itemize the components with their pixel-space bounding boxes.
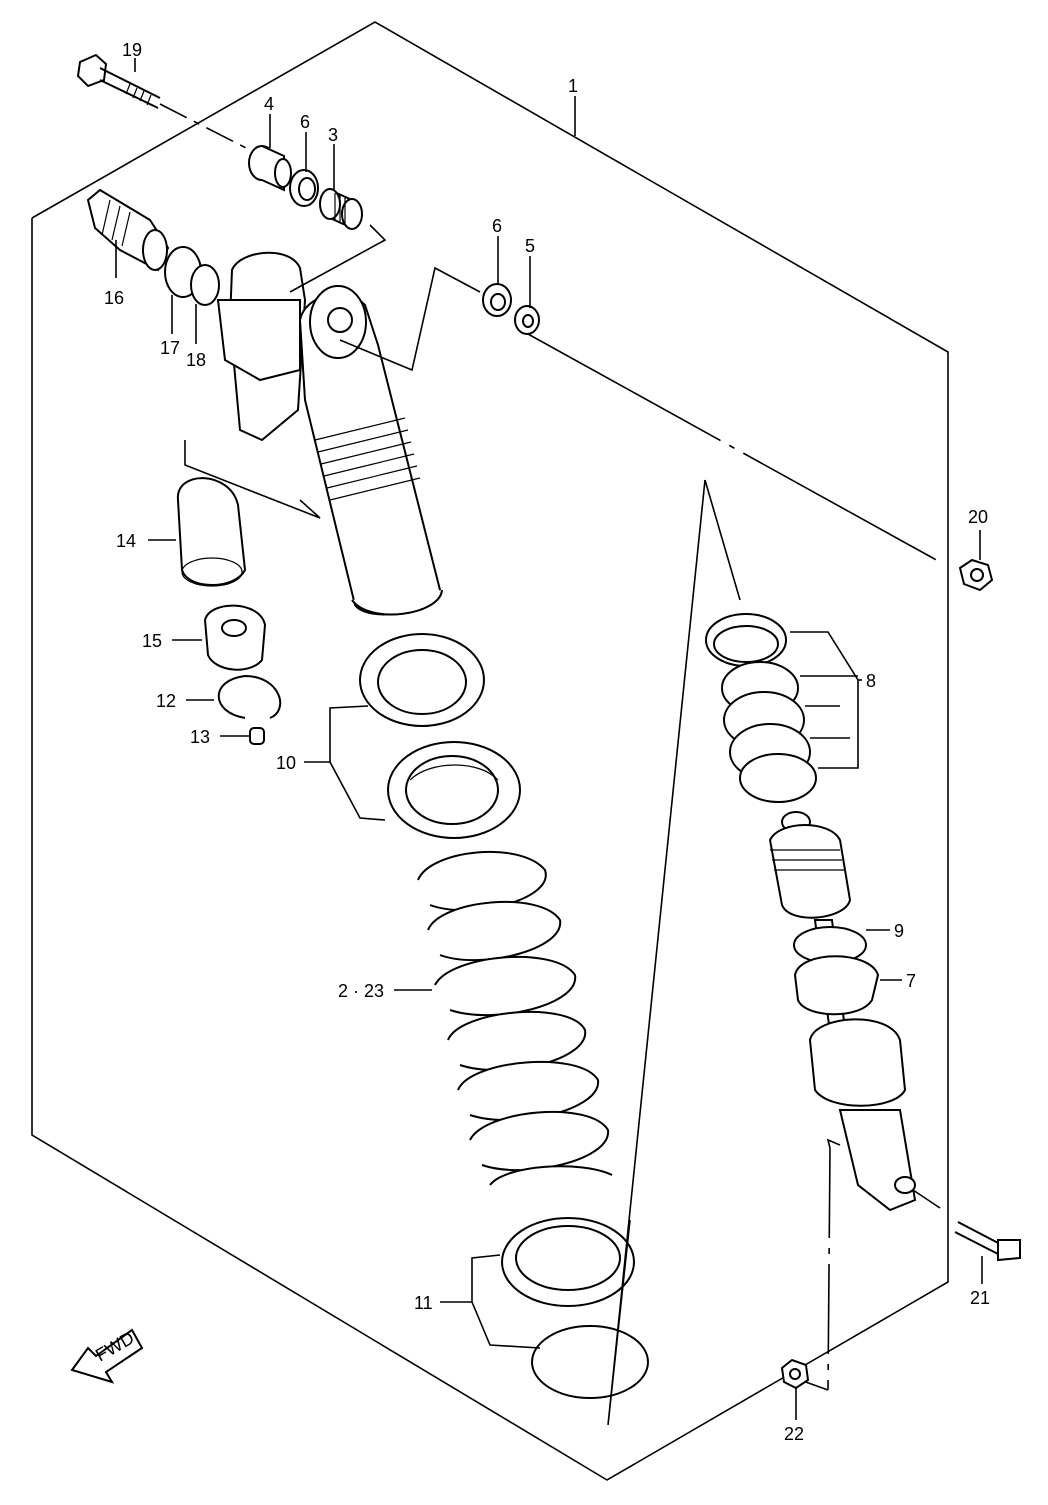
callout-6-right: 6 [492, 216, 502, 236]
circlip-12 [217, 674, 282, 719]
callout-7: 7 [906, 971, 916, 991]
leader-right-top [704, 479, 741, 601]
collar-4 [248, 145, 292, 192]
nut-22 [780, 1358, 810, 1390]
bracket-10 [329, 705, 386, 821]
callout-9: 9 [894, 921, 904, 941]
callout-3: 3 [328, 125, 338, 145]
callout-8: 8 [866, 671, 876, 691]
leader-bladder [184, 440, 321, 519]
fwd-arrow-icon: FWD [70, 1328, 144, 1384]
assembly-frame [31, 21, 949, 1481]
nut-20 [958, 558, 994, 592]
bladder-14 [176, 477, 247, 587]
shock-body [216, 251, 443, 616]
lock-nut-10a [359, 633, 485, 727]
callout-14: 14 [116, 531, 136, 551]
leader-21-axle [912, 1189, 941, 1209]
valve-13 [249, 727, 265, 745]
callout-5: 5 [525, 236, 535, 256]
callout-6-top: 6 [300, 112, 310, 132]
callout-10: 10 [276, 753, 296, 773]
leader-path-top [289, 224, 387, 293]
leader-to-20 [527, 333, 941, 563]
lock-nut-10b [387, 741, 521, 839]
callout-13: 13 [190, 727, 210, 747]
callout-16: 16 [104, 288, 124, 308]
callout-20: 20 [968, 507, 988, 527]
seal-6-top [289, 169, 319, 207]
spring-seat-11 [501, 1217, 649, 1399]
o-ring-18 [190, 264, 220, 306]
spring-seats-8 [705, 613, 817, 803]
bolt-21 [954, 1221, 1021, 1262]
callout-15: 15 [142, 631, 162, 651]
callout-22: 22 [784, 1424, 804, 1444]
callout-4: 4 [264, 94, 274, 114]
bearing-3 [319, 188, 363, 230]
leader-path-mid [339, 266, 481, 372]
callout-19: 19 [122, 40, 142, 60]
spring-2-23 [417, 850, 613, 1186]
leader-22 [827, 1147, 831, 1391]
damper-rod [768, 811, 917, 1212]
adjuster-16 [86, 188, 170, 272]
callout-17: 17 [160, 338, 180, 358]
callout-21: 21 [970, 1288, 990, 1308]
leader-center [607, 479, 706, 1426]
cap-15 [203, 604, 267, 671]
callout-11: 11 [414, 1293, 433, 1313]
callout-12: 12 [156, 691, 176, 711]
callout-2-23: 2 · 23 [338, 981, 384, 1001]
callout-1: 1 [568, 76, 578, 96]
bolt-19 [76, 53, 251, 151]
callout-18: 18 [186, 350, 206, 370]
